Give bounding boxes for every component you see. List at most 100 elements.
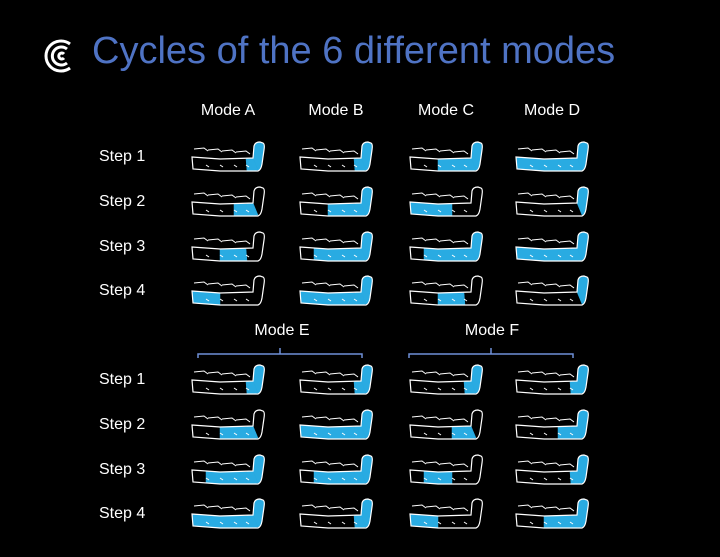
segment-divider <box>451 254 456 258</box>
segment-divider <box>529 387 534 391</box>
strap-line <box>343 240 359 245</box>
segment-divider <box>233 521 238 525</box>
segment-thigh <box>516 291 530 304</box>
segment-divider <box>557 254 562 258</box>
segment-lower-calf <box>558 204 571 216</box>
sleeve-outline <box>515 498 589 529</box>
segment-divider <box>529 164 534 168</box>
sleeve-c-step-4-icon <box>409 275 483 306</box>
sleeve-f1-step-1-icon <box>409 364 483 395</box>
strap-line <box>329 372 345 377</box>
segment-upper-calf <box>437 471 453 485</box>
segment-divider <box>245 387 250 391</box>
segment-divider <box>205 298 210 302</box>
sleeve-b-step-4-icon <box>299 275 373 306</box>
sleeve-f1-step-2-icon <box>409 409 483 440</box>
segment-divider <box>423 387 428 391</box>
segment-knee <box>424 426 438 439</box>
strap-line <box>531 505 547 510</box>
sleeve-outline <box>299 498 373 529</box>
segment-divider <box>451 477 456 481</box>
strap-line <box>207 416 223 421</box>
strap-line <box>343 373 359 378</box>
bottom-step-2-label: Step 2 <box>99 416 146 433</box>
strap-line <box>329 239 345 244</box>
segment-thigh <box>410 291 424 304</box>
sleeve-d-step-4-icon <box>515 275 589 306</box>
sleeve-outline <box>409 141 483 172</box>
segment-knee <box>206 248 220 261</box>
segment-divider <box>219 254 224 258</box>
sleeve-b-step-1-icon <box>299 141 373 172</box>
mode-c-label: Mode C <box>417 102 475 119</box>
segment-knee <box>530 471 544 484</box>
segment-divider <box>313 521 318 525</box>
segment-divider <box>205 477 210 481</box>
segment-divider <box>353 209 358 213</box>
segment-upper-calf <box>327 471 343 485</box>
strap-line <box>531 148 547 153</box>
segment-divider <box>423 298 428 302</box>
segment-divider <box>233 164 238 168</box>
strap-line <box>453 507 469 512</box>
segment-thigh <box>410 425 424 438</box>
segment-lower-calf <box>557 158 572 172</box>
segment-divider <box>437 521 442 525</box>
strap-line <box>559 150 575 155</box>
segment-divider <box>543 209 548 213</box>
segment-upper-calf <box>220 159 234 171</box>
strap-line <box>559 373 575 378</box>
segment-divider <box>569 387 574 391</box>
strap-line <box>235 240 251 245</box>
strap-line <box>343 418 359 423</box>
strap-line <box>425 505 441 510</box>
sleeve-outline <box>515 409 589 440</box>
segment-ankle <box>464 292 476 305</box>
strap-line <box>545 417 561 422</box>
segment-thigh <box>409 201 425 216</box>
segment-divider <box>543 387 548 391</box>
segment-divider <box>423 209 428 213</box>
segment-divider <box>313 298 318 302</box>
strap-line <box>411 415 427 420</box>
segment-upper-calf <box>328 382 342 394</box>
segment-lower-calf <box>234 293 247 305</box>
segment-thigh <box>192 202 206 215</box>
strap-line <box>439 506 455 511</box>
sleeve-e1-step-1-icon <box>191 364 265 395</box>
sleeve-outline <box>409 498 483 529</box>
sleeve-f1-step-4-icon <box>409 498 483 529</box>
mode-f-bracket <box>408 348 574 358</box>
segment-lower-calf <box>233 515 248 529</box>
sleeve-e2-step-2-icon <box>299 409 373 440</box>
strap-line <box>439 149 455 154</box>
strap-line <box>193 460 209 465</box>
strap-line <box>235 284 251 289</box>
segment-divider <box>437 209 442 213</box>
segment-divider <box>245 164 250 168</box>
segment-divider <box>205 254 210 258</box>
segment-divider <box>219 209 224 213</box>
segment-divider <box>463 432 468 436</box>
segment-divider <box>451 164 456 168</box>
segment-lower-calf <box>234 159 247 171</box>
segment-divider <box>327 387 332 391</box>
segment-ankle <box>246 292 258 305</box>
segment-divider <box>423 432 428 436</box>
segment-divider <box>557 521 562 525</box>
segment-divider <box>543 521 548 525</box>
segment-lower-calf <box>233 471 248 485</box>
segment-divider <box>437 164 442 168</box>
segment-divider <box>543 164 548 168</box>
strap-line <box>235 507 251 512</box>
segment-thigh <box>192 470 206 483</box>
segment-lower-calf <box>557 426 572 440</box>
segment-thigh <box>300 514 314 527</box>
sleeve-outline <box>409 186 483 217</box>
sleeve-f2-step-4-icon <box>515 498 589 529</box>
strap-line <box>235 463 251 468</box>
bottom-step-1-label: Step 1 <box>99 371 146 388</box>
segment-divider <box>557 298 562 302</box>
segment-divider <box>353 521 358 525</box>
segment-divider <box>353 164 358 168</box>
